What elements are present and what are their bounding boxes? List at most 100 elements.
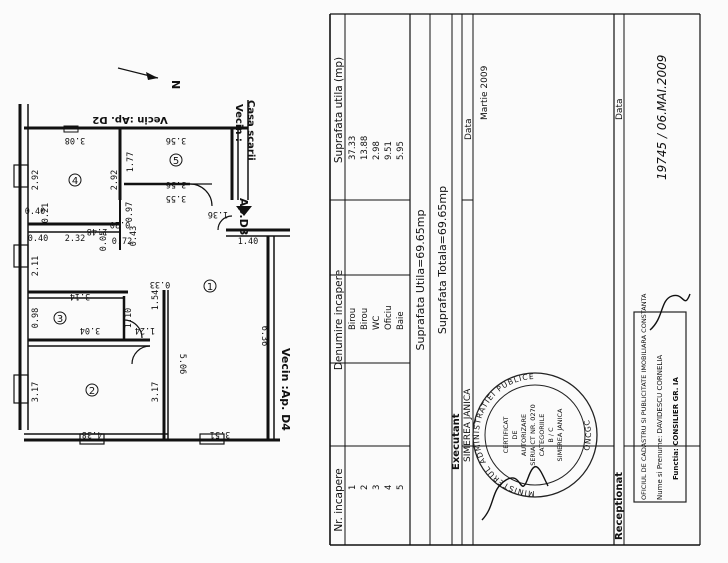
- dim-3-08: 3.08: [65, 135, 85, 145]
- dim-2-48: 2.48: [87, 226, 107, 236]
- executant-signature: [481, 465, 549, 521]
- executant-date-label: Data: [464, 119, 474, 141]
- stamp-line-5: CATEGORIILE: [538, 414, 546, 457]
- row-name: Oficiu: [384, 306, 394, 330]
- dim-3-14: 3.14: [70, 291, 90, 301]
- dim-6-36: 6.36: [259, 326, 269, 346]
- dim-0-40-b: 0.40: [28, 234, 48, 244]
- dim-2-92-left: 2.92: [31, 170, 41, 190]
- receptionat-date-label: Data: [615, 99, 625, 121]
- svg-text:ONCGC: ONCGC: [582, 418, 593, 451]
- dim-3-17-left: 3.17: [31, 382, 41, 402]
- office-stamp-line-2: Nume si Prenume: DAVIDESCU CORNELIA: [656, 355, 664, 500]
- table-row: 4 Oficiu 9.51: [384, 141, 394, 490]
- dim-0-43: 0.43: [129, 226, 139, 246]
- north-arrow-icon: N: [117, 67, 182, 89]
- dimension-labels: 3.08 3.56 2.92 1.77 2.92 3.56 3.55 0.21 …: [25, 135, 269, 439]
- total-area: Suprafata Totala=69.65mp: [436, 186, 449, 334]
- room-number-5: 5: [173, 156, 179, 167]
- room-number-4: 4: [72, 176, 78, 187]
- room-numbers: 4 5 1 3 2: [53, 153, 217, 397]
- neighbor-right-top-2: Casa scarii: [245, 100, 256, 161]
- neighbor-labels: Vecin :Ap. D2 Vecin : Casa scarii Ap.D3 …: [92, 100, 292, 431]
- room-number-3: 3: [57, 314, 63, 325]
- stamp-line-2: DE: [511, 430, 519, 439]
- table-row: 3 WC 2.98: [372, 141, 382, 490]
- neighbor-bottom: Vecin :Ap. D4: [279, 348, 292, 431]
- dim-0-98: 0.98: [31, 308, 41, 328]
- apartment-marker-icon: [236, 206, 252, 216]
- executant-label: Executant: [451, 413, 462, 470]
- dim-1-24: 1.24: [135, 325, 155, 335]
- dim-1-77: 1.77: [126, 152, 136, 172]
- stamp-line-3: AUTORIZARE: [520, 414, 528, 456]
- dim-1-54: 1.54: [151, 290, 161, 310]
- stamp-line-6: B / C: [547, 427, 555, 443]
- receptionat-signature: [649, 293, 691, 331]
- row-area: 9.51: [384, 141, 394, 160]
- apartment-label: Ap.D3: [237, 198, 250, 235]
- dim-2-92-mid: 2.92: [110, 170, 120, 190]
- table-grid: [329, 13, 701, 546]
- row-nr: 2: [360, 485, 370, 490]
- table-row: 2 Birou 13.88: [360, 136, 370, 490]
- neighbor-right-top: Vecin :: [233, 104, 244, 142]
- dim-3-56-mid: 3.56: [166, 179, 186, 189]
- dim-5-06: 5.06: [177, 354, 187, 374]
- row-area: 5.95: [396, 141, 406, 160]
- row-area: 37.33: [348, 136, 358, 160]
- header-area: Suprafata utila (mp): [333, 57, 345, 163]
- dim-2-32: 2.32: [65, 234, 85, 244]
- table-row: 1 Birou 37.33: [348, 136, 358, 490]
- dim-3-04: 3.04: [80, 325, 100, 335]
- office-stamp-line-3: Functia: CONSILIER GR. IA: [672, 377, 680, 480]
- dim-0-72: 0.72: [112, 237, 132, 247]
- dim-3-17-right: 3.17: [151, 382, 161, 402]
- floor-plan: [13, 100, 290, 445]
- row-name: Baie: [396, 311, 406, 330]
- receptionat-label: Receptionat: [614, 472, 625, 540]
- row-name: Birou: [348, 308, 358, 330]
- row-area: 13.88: [360, 136, 370, 160]
- dim-0-05: 0.05: [99, 231, 109, 251]
- dim-0-21: 0.21: [41, 203, 51, 223]
- office-stamp: OFICIUL DE CADASTRU SI PUBLICITATE IMOBI…: [633, 293, 687, 503]
- dim-1-10: 1.10: [124, 308, 134, 328]
- row-nr: 3: [372, 485, 382, 490]
- dim-2-11: 2.11: [31, 256, 41, 276]
- dim-3-55: 3.55: [166, 193, 186, 203]
- dim-1-40: 1.40: [238, 237, 258, 247]
- table-header: Nr. incapere Denumire incapere Suprafata…: [333, 57, 345, 532]
- room-number-1: 1: [207, 282, 213, 293]
- certification-stamp: MINISTERUL ADMINISTRATIEI PUBLICE ONCGC …: [472, 372, 598, 498]
- dim-0-40-a: 0.40: [25, 207, 45, 217]
- stamp-line-1: CERTIFICAT: [502, 417, 510, 454]
- stamp-line-4: SERIA CT NR. 0270: [529, 404, 537, 466]
- row-name: WC: [372, 316, 382, 330]
- header-name: Denumire incapere: [333, 270, 345, 370]
- row-nr: 4: [384, 485, 394, 490]
- row-name: Birou: [360, 308, 370, 330]
- dim-0-33: 0.33: [150, 279, 170, 289]
- stamp-ring-bottom: ONCGC: [582, 418, 593, 451]
- row-area: 2.98: [372, 141, 382, 160]
- table-row: 5 Baie 5.95: [396, 141, 406, 490]
- dim-0-20: 0.20: [110, 219, 130, 229]
- dim-4-38: 4.38: [82, 429, 102, 439]
- dim-3-51: 3.51: [210, 429, 230, 439]
- north-label: N: [169, 80, 182, 89]
- header-nr: Nr. incapere: [333, 468, 345, 531]
- neighbor-top: Vecin :Ap. D2: [92, 114, 167, 125]
- handwritten-date: 19745 / 06.MAI.2009: [655, 55, 669, 180]
- dim-0-97: 0.97: [125, 202, 135, 222]
- executant-date: Martie 2009: [480, 65, 490, 120]
- office-stamp-line-1: OFICIUL DE CADASTRU SI PUBLICITATE IMOBI…: [640, 293, 648, 500]
- executant-name: SIMEREA JANICA: [463, 388, 473, 462]
- row-nr: 5: [396, 485, 406, 490]
- room-number-2: 2: [89, 386, 95, 397]
- dim-1-36: 1.36: [208, 209, 228, 219]
- row-nr: 1: [348, 485, 358, 490]
- stamp-line-7: SIMEREA JANICA: [556, 408, 564, 461]
